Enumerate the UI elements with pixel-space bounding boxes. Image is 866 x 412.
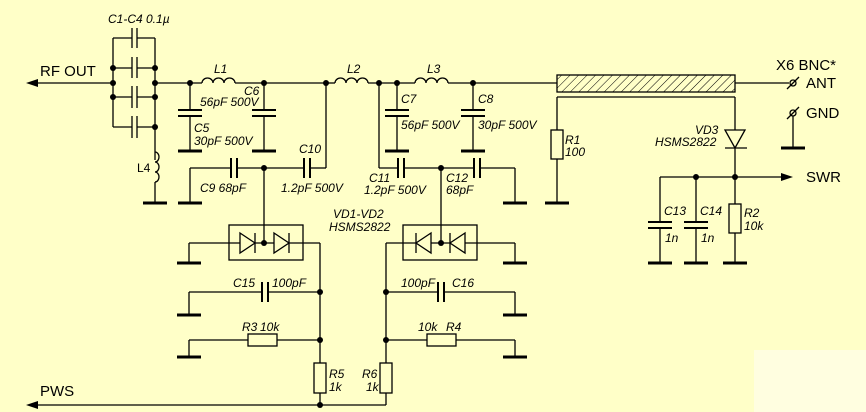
vd1-diode-pair bbox=[177, 224, 320, 265]
svg-text:C11: C11 bbox=[369, 171, 390, 185]
swr-port: SWR bbox=[660, 169, 841, 186]
c10-capacitor: C10 1.2pF 500V bbox=[264, 83, 344, 195]
r1-resistor: R1 100 bbox=[550, 129, 585, 160]
vd1-vd2-part: HSMS2822 bbox=[329, 220, 391, 234]
l1-label: L1 bbox=[214, 62, 227, 76]
pws-port: PWS bbox=[26, 383, 320, 409]
svg-text:56pF 500V: 56pF 500V bbox=[401, 118, 460, 132]
svg-text:C15: C15 bbox=[233, 276, 255, 290]
svg-text:1n: 1n bbox=[665, 231, 679, 245]
svg-text:R3: R3 bbox=[242, 320, 258, 334]
r2-resistor: R2 10k bbox=[723, 177, 764, 265]
svg-text:ANT: ANT bbox=[806, 75, 836, 92]
x6-bnc-connector: X6 BNC* ANT GND bbox=[776, 57, 840, 150]
svg-text:R4: R4 bbox=[446, 320, 462, 334]
pws-label: PWS bbox=[40, 383, 74, 400]
svg-text:R1: R1 bbox=[565, 133, 580, 147]
rf-out-label: RF OUT bbox=[40, 63, 96, 80]
svg-text:HSMS2822: HSMS2822 bbox=[655, 135, 717, 149]
r4-resistor: 10k R4 bbox=[383, 320, 527, 359]
l1-inductor: L1 bbox=[201, 62, 236, 84]
r3-resistor: R3 10k bbox=[177, 320, 323, 359]
c11-capacitor: C11 1.2pF 500V bbox=[364, 83, 441, 197]
svg-text:R6: R6 bbox=[362, 367, 378, 381]
svg-text:100pF: 100pF bbox=[272, 276, 307, 290]
c9-capacitor: C9 68pF bbox=[178, 158, 264, 205]
svg-text:VD3: VD3 bbox=[695, 123, 719, 137]
svg-text:68pF: 68pF bbox=[446, 183, 474, 197]
svg-text:10k: 10k bbox=[418, 320, 438, 334]
c7-capacitor: C7 56pF 500V bbox=[385, 83, 460, 153]
svg-text:X6 BNC*: X6 BNC* bbox=[776, 57, 836, 74]
rf-out-port: RF OUT bbox=[26, 63, 113, 87]
c12-capacitor: C12 68pF bbox=[441, 158, 527, 205]
c16-capacitor: 100pF C16 bbox=[383, 276, 527, 317]
vd3-diode: VD3 HSMS2822 bbox=[655, 97, 747, 177]
l2-inductor: L2 bbox=[334, 62, 369, 84]
r6-resistor: R6 1k bbox=[362, 362, 393, 394]
svg-text:C5: C5 bbox=[194, 121, 210, 135]
svg-text:C13: C13 bbox=[664, 204, 686, 218]
svg-text:10k: 10k bbox=[744, 219, 764, 233]
svg-text:SWR: SWR bbox=[806, 169, 841, 186]
svg-text:1n: 1n bbox=[701, 231, 715, 245]
svg-text:C8: C8 bbox=[478, 92, 494, 106]
svg-text:30pF 500V: 30pF 500V bbox=[478, 118, 537, 132]
svg-text:100: 100 bbox=[565, 145, 585, 159]
l3-inductor: L3 bbox=[414, 62, 449, 84]
l4-inductor: L4 bbox=[137, 151, 167, 205]
c1-c4-capacitor-bank: C1-C4 0.1µ bbox=[108, 12, 170, 160]
svg-text:100pF: 100pF bbox=[401, 276, 436, 290]
r5-resistor: R5 1k bbox=[313, 362, 345, 394]
svg-text:1k: 1k bbox=[329, 380, 343, 394]
c13-capacitor: C13 1n bbox=[648, 177, 686, 265]
vd1-vd2-name: VD1-VD2 bbox=[333, 207, 384, 221]
svg-text:C10: C10 bbox=[299, 142, 321, 156]
svg-text:C16: C16 bbox=[452, 276, 474, 290]
vd2-diode-pair bbox=[386, 224, 527, 265]
svg-text:C12: C12 bbox=[446, 171, 468, 185]
c5-capacitor: C5 30pF 500V bbox=[178, 83, 253, 153]
svg-text:R2: R2 bbox=[744, 206, 760, 220]
c8-capacitor: C8 30pF 500V bbox=[461, 83, 537, 153]
svg-text:1.2pF 500V: 1.2pF 500V bbox=[281, 181, 344, 195]
c14-capacitor: C14 1n bbox=[684, 177, 722, 265]
svg-text:C14: C14 bbox=[700, 204, 722, 218]
svg-text:C6: C6 bbox=[244, 84, 260, 98]
svg-text:30pF 500V: 30pF 500V bbox=[194, 134, 253, 148]
svg-text:10k: 10k bbox=[260, 320, 280, 334]
background-inset bbox=[754, 350, 866, 412]
svg-text:R5: R5 bbox=[329, 367, 345, 381]
c1-c4-label: C1-C4 0.1µ bbox=[108, 12, 170, 26]
svg-text:GND: GND bbox=[806, 105, 840, 122]
svg-text:56pF 500V: 56pF 500V bbox=[200, 95, 259, 109]
c6-capacitor: C6 56pF 500V bbox=[200, 83, 276, 153]
l4-label: L4 bbox=[137, 161, 151, 175]
l2-label: L2 bbox=[347, 62, 361, 76]
svg-text:C9 68pF: C9 68pF bbox=[200, 181, 247, 195]
svg-text:1.2pF 500V: 1.2pF 500V bbox=[364, 183, 427, 197]
c15-capacitor: C15 100pF bbox=[177, 276, 323, 317]
svg-text:1k: 1k bbox=[366, 380, 380, 394]
l3-label: L3 bbox=[427, 62, 441, 76]
svg-text:C7: C7 bbox=[401, 92, 418, 106]
